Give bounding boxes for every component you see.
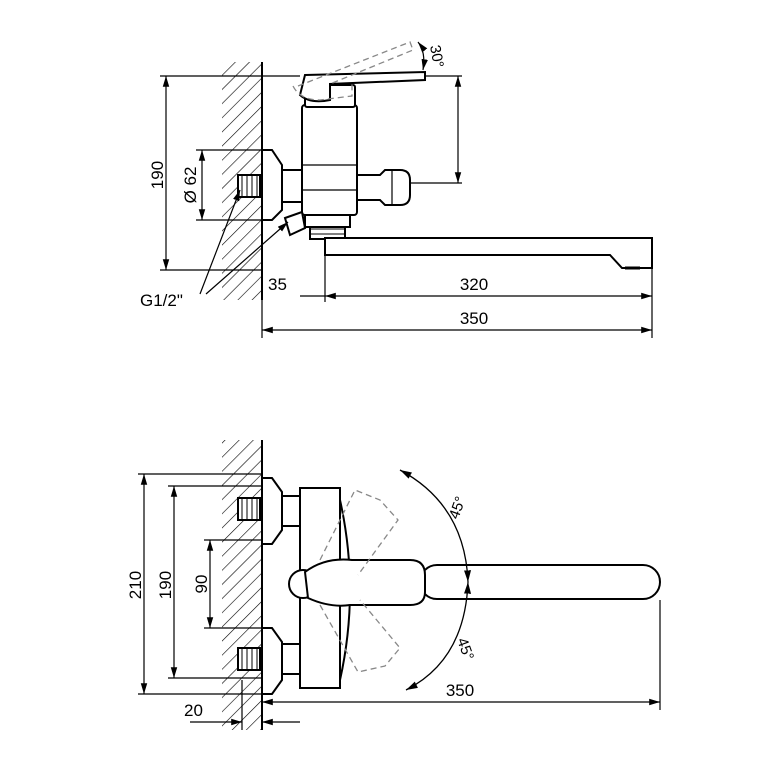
bottom-view: 45° 45° 210 190 90 350 — [126, 440, 661, 730]
dimension-190-front — [168, 485, 262, 679]
spout-top — [324, 237, 653, 270]
label-20: 20 — [184, 701, 203, 720]
label-angle-30: 30° — [426, 44, 447, 69]
label-angle-lower: 45° — [453, 636, 477, 663]
dimension-350-front — [262, 600, 661, 710]
dimension-spout-lengths — [261, 255, 653, 338]
mixer-body-top — [283, 84, 411, 240]
label-total: 350 — [460, 309, 488, 328]
label-diameter: Ø 62 — [181, 167, 200, 204]
angle-indicator-30 — [417, 41, 428, 71]
label-190-front: 190 — [156, 571, 175, 599]
lever-handle-top — [298, 70, 426, 103]
label-angle-upper: 45° — [446, 494, 470, 521]
label-90: 90 — [192, 575, 211, 594]
lever-ghost-lower — [319, 599, 401, 673]
angle-arcs — [399, 469, 472, 691]
lever-handle-raised — [292, 41, 414, 101]
thread-leader — [199, 189, 289, 295]
label-height-top: 190 — [148, 161, 167, 189]
label-350-front: 350 — [446, 681, 474, 700]
connector-lower — [237, 627, 301, 695]
dimension-90 — [204, 539, 262, 629]
label-210: 210 — [126, 571, 145, 599]
dimension-lever-height — [410, 75, 462, 184]
spout-front — [419, 564, 661, 600]
label-thread: G1/2" — [140, 291, 183, 310]
dimension-210 — [138, 473, 262, 695]
lever-front — [303, 558, 426, 607]
dimension-20 — [190, 680, 300, 730]
lever-ghost-upper — [319, 489, 399, 576]
connector-upper — [237, 477, 301, 545]
top-view: 190 Ø 62 30° G1/2" — [140, 41, 653, 338]
dimension-height-top — [160, 75, 300, 271]
label-offset: 35 — [268, 275, 287, 294]
label-spout: 320 — [460, 275, 488, 294]
